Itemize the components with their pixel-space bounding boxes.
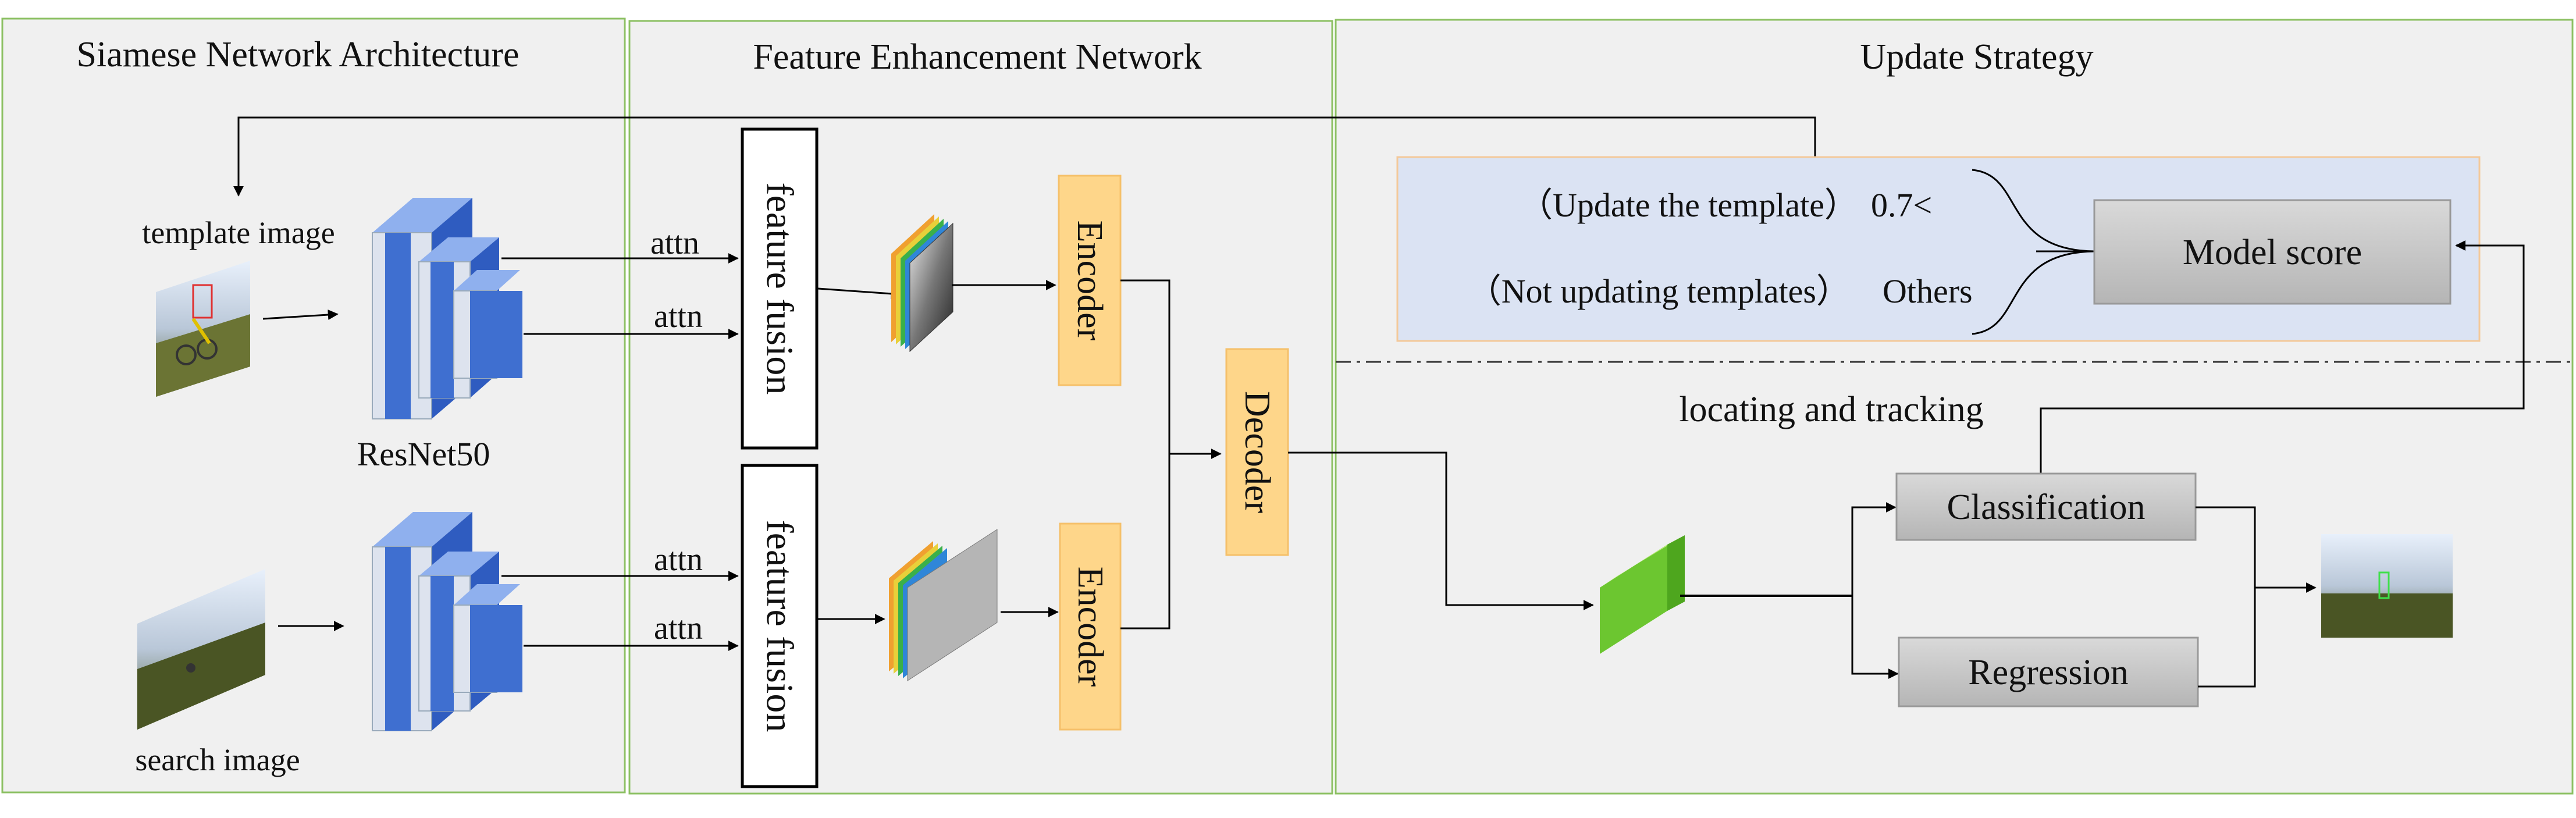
feature-fusion-label-top: feature fusion [759,183,801,395]
arrow-encoder-bottom-to-decoder [1120,454,1170,629]
feedback-loop-line [233,116,1816,197]
encoder-label-top: Encoder [1070,220,1109,341]
encoder-label-bottom: Encoder [1070,567,1110,687]
attn-label-bottom-1: attn [654,542,703,578]
locating-label: locating and tracking [1679,390,1983,429]
template-photo-icon [156,261,250,397]
regression-label: Regression [1968,653,2129,692]
panel-siamese [1,17,626,794]
feature-fusion-box-bottom [741,464,819,788]
regression-box [1898,636,2199,707]
encoder-box-bottom [1059,522,1122,731]
section-title-fen: Feature Enhancement Network [753,37,1201,77]
search-photo-icon [137,569,265,730]
arrow-classification-to-score [2040,240,2525,474]
search-image-label: search image [135,742,300,777]
feature-map-stack-top-icon [891,214,953,353]
arrow-fusion-to-feature-top [817,287,902,299]
feature-map-stack-bottom-icon [889,529,998,681]
line-regression-out [2198,588,2256,688]
no-update-action-label: （Not updating templates） [1468,272,1850,310]
attn-label-bottom-2: attn [654,610,703,646]
arrow-encoder-top-to-decoder [1120,279,1222,459]
model-score-box [2093,199,2452,305]
feature-fusion-label-bottom: feature fusion [759,520,801,732]
green-feature-cube-icon [1600,535,1685,654]
output-photo-icon [2321,534,2453,638]
section-title-update: Update Strategy [1860,37,2093,77]
arrow-decoder-to-feature [1288,451,1594,610]
attn-label-top-1: attn [650,225,699,261]
update-action-label: （Update the template） [1519,186,1858,224]
resnet-block-icon [372,198,522,419]
resnet-block-icon [372,512,522,731]
attn-label-top-2: attn [654,298,703,335]
model-score-label: Model score [2183,233,2362,272]
line-classification-out [2196,506,2256,588]
section-title-siamese: Siamese Network Architecture [77,35,520,74]
feature-fusion-box-top [741,127,819,450]
template-image-label: template image [142,215,335,250]
decoder-label: Decoder [1237,391,1277,513]
decoder-box [1225,348,1289,556]
classification-box [1895,472,2197,541]
update-condition-label: 0.7< [1871,186,1932,224]
classification-label: Classification [1947,488,2146,527]
resnet-label: ResNet50 [357,435,490,473]
arrow-template-to-resnet [262,310,339,320]
arrow-to-classification [1851,502,1897,596]
arrow-to-regression [1851,596,1899,679]
no-update-condition-label: Others [1883,272,1973,310]
